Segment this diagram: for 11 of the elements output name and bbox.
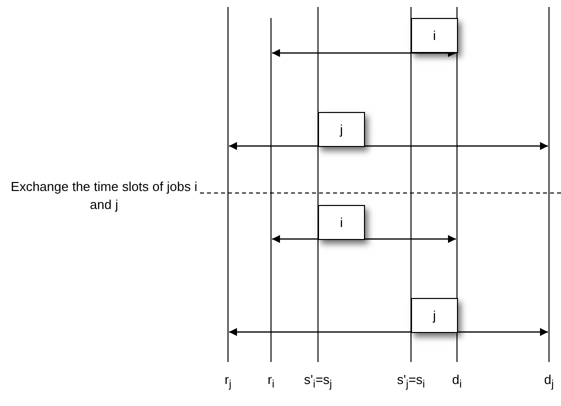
note-text: Exchange the time slots of jobs i and j	[10, 178, 198, 214]
job-box: i	[411, 18, 458, 53]
axis-label: d$_{i}$	[452, 372, 462, 391]
axis-label: s'$_{i}$=s$_{j}$	[304, 372, 332, 391]
job-box: j	[318, 112, 365, 147]
job-box: j	[411, 298, 458, 333]
axis-label: r$_{i}$	[268, 372, 274, 391]
axis-label: d$_{j}$	[544, 372, 554, 391]
axis-label: r$_{j}$	[224, 372, 232, 391]
axis-label: s'$_{j}$=s$_{i}$	[397, 372, 425, 391]
job-box: i	[318, 205, 365, 240]
